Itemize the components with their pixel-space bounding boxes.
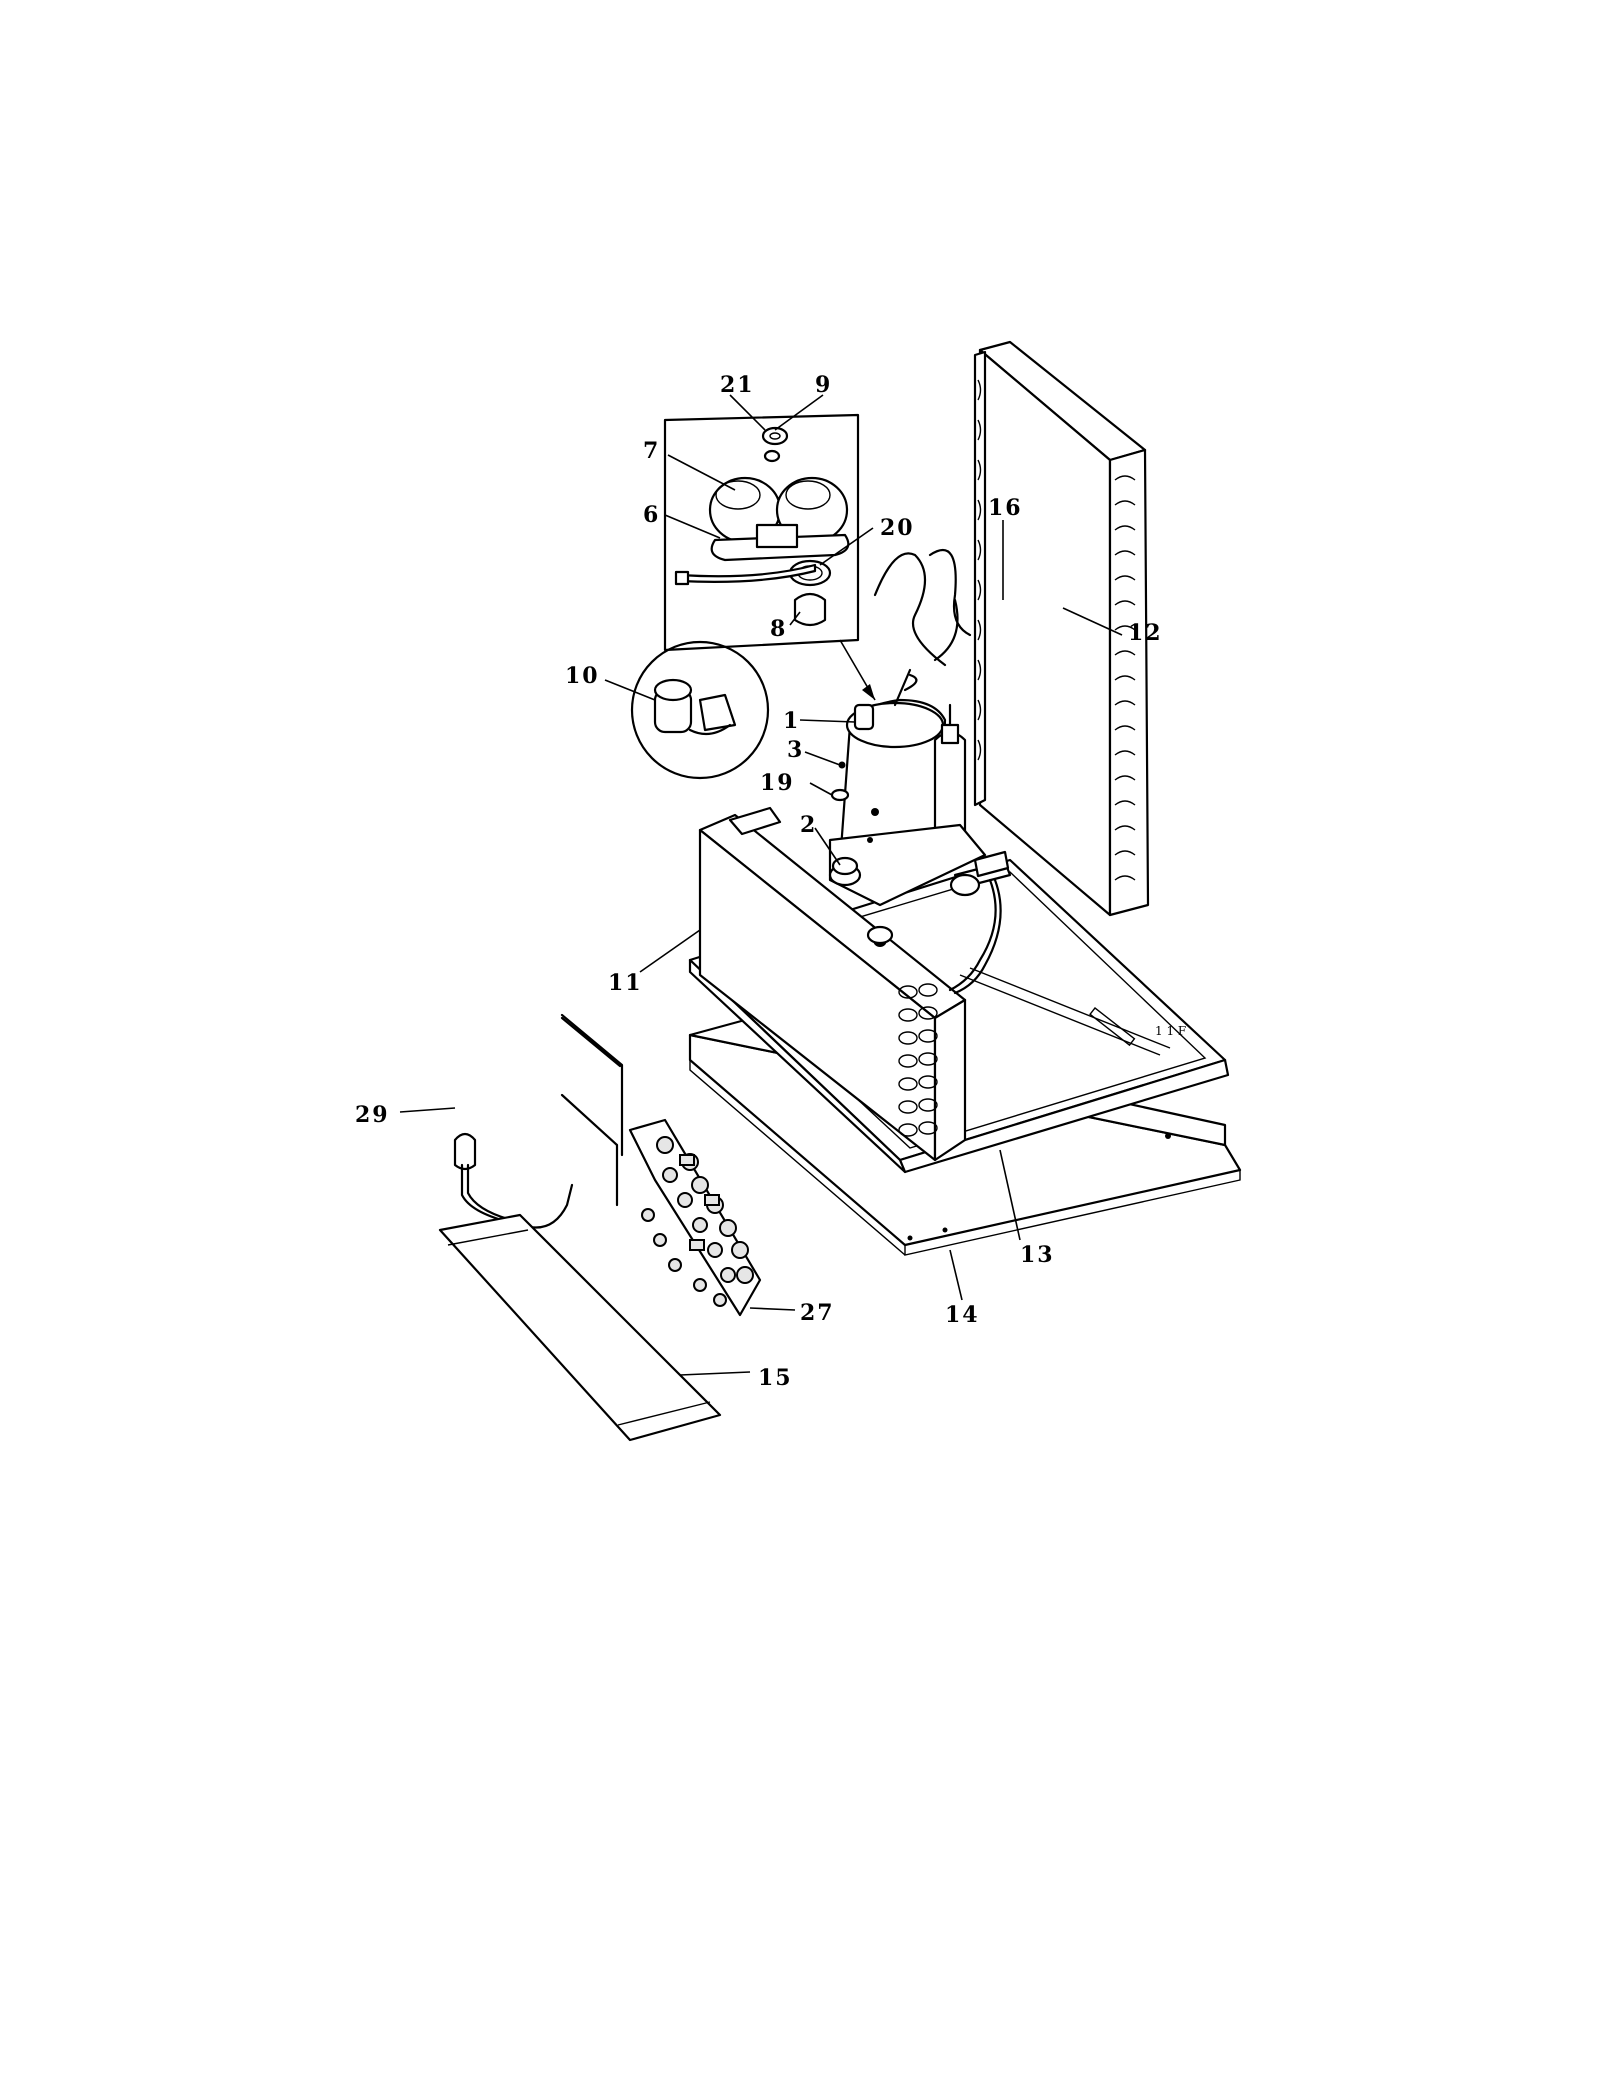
- callout-10: 10: [565, 663, 600, 689]
- callout-7: 7: [643, 438, 660, 464]
- svg-text:1 1 F: 1 1 F: [1155, 1024, 1186, 1038]
- callout-20: 20: [880, 515, 915, 541]
- callout-15: 15: [758, 1365, 793, 1391]
- callout-12: 12: [1128, 620, 1163, 646]
- washer-small: [838, 761, 846, 769]
- compressor: [828, 668, 1002, 995]
- callout-1: 1: [783, 708, 800, 734]
- coil-return-bends: [898, 983, 938, 1137]
- callout-16: 16: [988, 495, 1023, 521]
- callout-19: 19: [760, 770, 795, 796]
- evap-return-bends: [977, 379, 1136, 881]
- callout-2: 2: [800, 812, 817, 838]
- callout-21: 21: [720, 372, 755, 398]
- callout-29: 29: [355, 1102, 390, 1128]
- callout-11: 11: [608, 970, 643, 996]
- leader-lines: [399, 394, 1123, 1376]
- callout-labels: 21 9 7 6 20 8 10 1 3 19 2 16 12 11 29 13…: [355, 372, 1163, 1391]
- mounting-grommet: [828, 856, 894, 945]
- callout-13: 13: [1020, 1242, 1055, 1268]
- overload-inset: [630, 640, 770, 780]
- washer-ring: [830, 788, 850, 802]
- callout-14: 14: [945, 1302, 980, 1328]
- control-board: [560, 1013, 762, 1317]
- callout-6: 6: [643, 502, 660, 528]
- callout-9: 9: [815, 372, 832, 398]
- callout-27: 27: [800, 1300, 835, 1326]
- board-components: [641, 1136, 754, 1307]
- detail-inset: [663, 413, 876, 701]
- condenser-coil: [698, 806, 967, 1162]
- callout-3: 3: [787, 737, 804, 763]
- evaporator-coil: [873, 340, 1150, 917]
- callout-8: 8: [770, 616, 787, 642]
- foam-strip: [438, 1213, 722, 1442]
